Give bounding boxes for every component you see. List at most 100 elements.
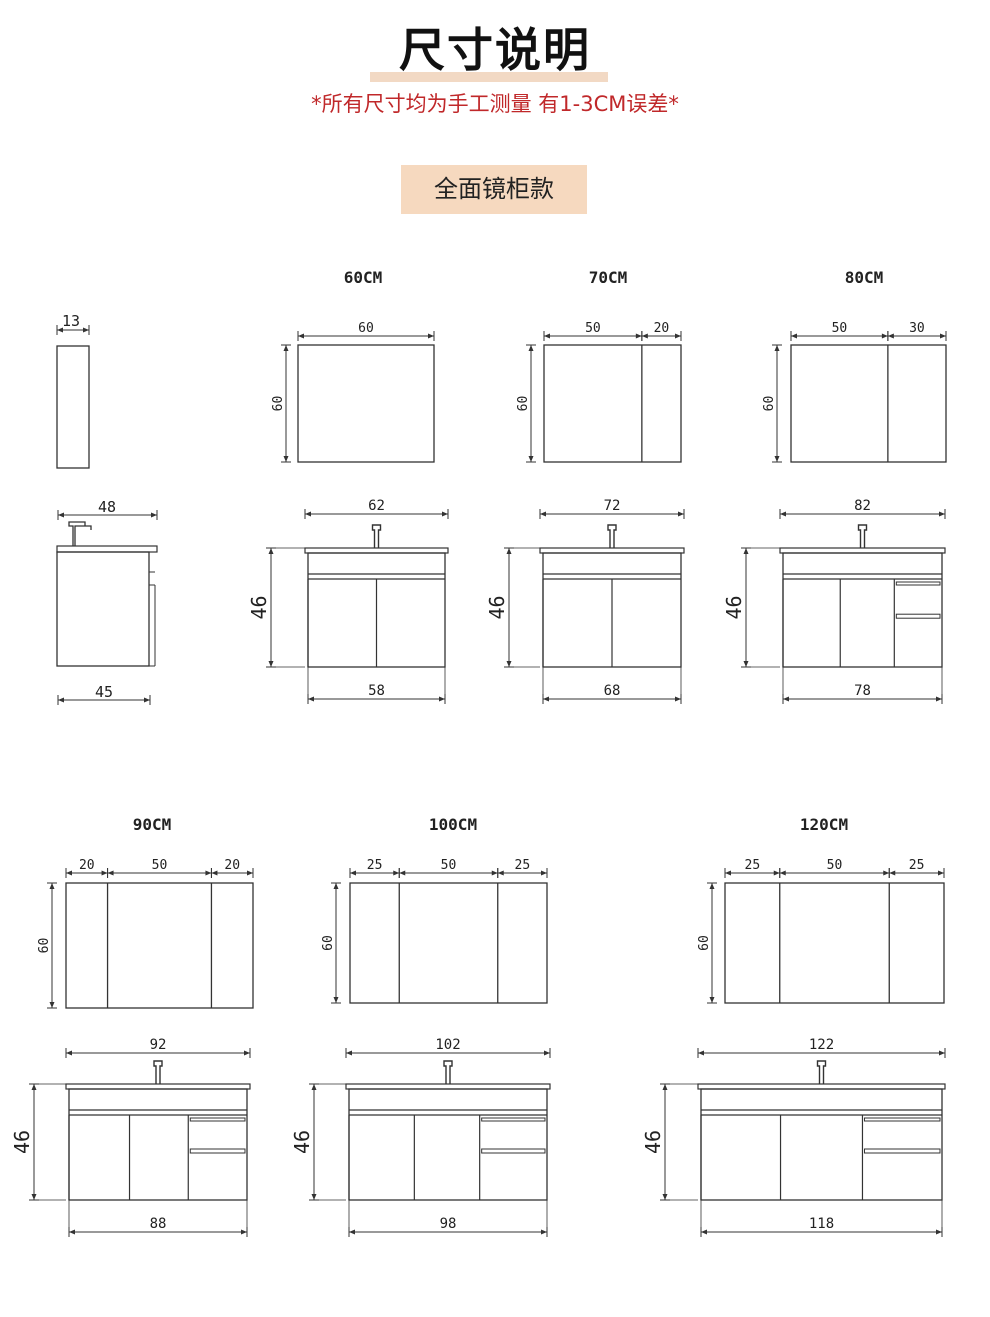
arrow-head [678, 511, 684, 517]
vanity-body [68, 1088, 248, 1201]
arrow-head [31, 1084, 37, 1090]
base-width-label: 68 [604, 683, 621, 699]
arrow-head [31, 1194, 37, 1200]
vanity-body [782, 552, 943, 668]
arrow-head [675, 333, 681, 339]
model-size-heading: 70CM [589, 268, 628, 287]
arrow-head [698, 1050, 704, 1056]
model-size-heading: 60CM [344, 268, 383, 287]
drawer-handle [863, 1117, 941, 1122]
arrow-head [544, 333, 550, 339]
arrow-head [101, 870, 108, 876]
cabinet-height-label: 46 [247, 595, 271, 619]
side-base-cabinet [56, 551, 150, 667]
arrow-head [743, 548, 749, 554]
arrow-head [743, 661, 749, 667]
arrow-head [244, 1050, 250, 1056]
drawer-handle [863, 1148, 941, 1154]
arrow-head [544, 1050, 550, 1056]
mirror-width-label: 50 [152, 858, 168, 873]
title-block: 尺寸说明 [0, 14, 990, 82]
side-mirror-cabinet [56, 345, 90, 469]
basin-top [65, 1083, 251, 1090]
mirror-height-label: 60 [516, 396, 531, 412]
arrow-head [268, 548, 274, 554]
arrow-head [151, 512, 157, 518]
mirror-cabinet [543, 344, 682, 463]
basin-top [697, 1083, 946, 1090]
mirror-height-label: 60 [321, 935, 336, 951]
arrow-head [69, 1229, 75, 1235]
mirror-width-label: 25 [367, 858, 383, 873]
arrow-head [311, 1084, 317, 1090]
arrow-head [107, 870, 114, 876]
arrow-head [541, 1229, 547, 1235]
side-basin-depth-label: 48 [98, 498, 116, 516]
arrow-head [709, 883, 715, 889]
basin-width-label: 72 [604, 498, 621, 514]
arrow-head [428, 333, 434, 339]
arrow-head [283, 456, 289, 462]
arrow-head [780, 511, 786, 517]
drawer-handle [189, 1117, 246, 1122]
arrow-head [701, 1229, 707, 1235]
arrow-head [442, 511, 448, 517]
drawer-handle [189, 1148, 246, 1154]
basin-top [304, 547, 449, 554]
arrow-head [939, 1050, 945, 1056]
base-width-label: 118 [809, 1216, 834, 1232]
arrow-head [308, 696, 314, 702]
basin-top [539, 547, 685, 554]
mirror-cabinet [790, 344, 947, 463]
arrow-head [936, 696, 942, 702]
basin-width-label: 82 [854, 498, 871, 514]
arrow-head [887, 333, 894, 339]
arrow-head [528, 456, 534, 462]
arrow-head [57, 327, 63, 333]
arrow-head [506, 661, 512, 667]
mirror-cabinet [65, 882, 254, 1009]
model-size-heading: 90CM [133, 815, 172, 834]
drawer-handle [481, 1117, 546, 1122]
mirror-cabinet [724, 882, 945, 1004]
arrow-head [83, 327, 89, 333]
arrow-head [144, 697, 150, 703]
arrow-head [349, 1229, 355, 1235]
arrow-head [889, 870, 896, 876]
base-width-label: 98 [440, 1216, 457, 1232]
mirror-width-label: 50 [585, 321, 601, 336]
arrow-head [936, 1229, 942, 1235]
drawer-handle [895, 581, 941, 586]
model-size-heading: 120CM [800, 815, 848, 834]
mirror-width-label: 20 [224, 858, 240, 873]
drawer-handle [481, 1148, 546, 1154]
arrow-head [439, 696, 445, 702]
mirror-height-label: 60 [271, 396, 286, 412]
arrow-head [774, 456, 780, 462]
basin-top [779, 547, 946, 554]
faucet-icon [153, 1060, 163, 1084]
mirror-height-label: 60 [697, 935, 712, 951]
drawer-handle [895, 613, 941, 619]
arrow-head [938, 870, 944, 876]
arrow-head [311, 1194, 317, 1200]
arrow-head [497, 870, 504, 876]
basin-width-label: 122 [809, 1037, 834, 1053]
arrow-head [675, 696, 681, 702]
arrow-head [940, 333, 946, 339]
arrow-head [506, 548, 512, 554]
section-tag: 全面镜柜款 [401, 165, 587, 214]
basin-width-label: 92 [150, 1037, 167, 1053]
arrow-head [350, 870, 356, 876]
vanity-body [348, 1088, 548, 1201]
cabinet-height-label: 46 [641, 1130, 665, 1154]
mirror-width-label: 30 [909, 321, 925, 336]
faucet-icon [443, 1060, 453, 1084]
faucet-icon [816, 1060, 827, 1084]
mirror-width-label: 25 [745, 858, 761, 873]
arrow-head [881, 333, 888, 339]
side-base-depth-label: 45 [95, 683, 113, 701]
arrow-head [247, 870, 253, 876]
arrow-head [333, 997, 339, 1003]
mirror-cabinet [349, 882, 548, 1004]
